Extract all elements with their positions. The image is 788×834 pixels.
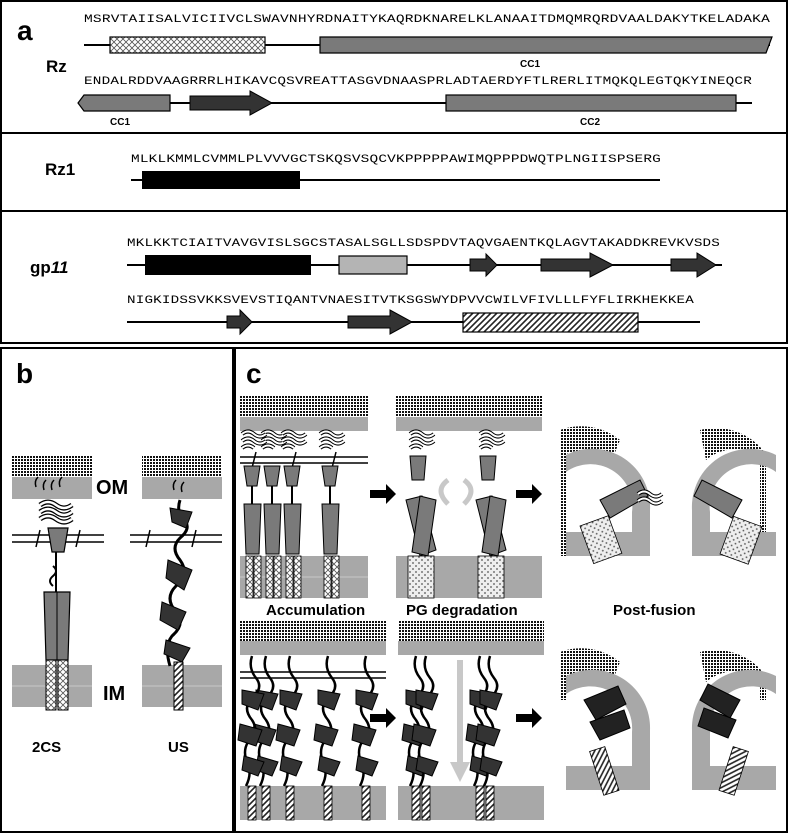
stage-arrow bbox=[516, 708, 542, 728]
rz-transmembrane-domain bbox=[109, 36, 266, 54]
gp11-beta-strand bbox=[469, 252, 498, 278]
rz-cc1-label-top: CC1 bbox=[520, 59, 540, 70]
rz-sequence-line1: MSRVTAIISALVICIIVCLSWAVNHYRDNAITYKAQRDKN… bbox=[84, 14, 770, 26]
stage-label-post-fusion: Post-fusion bbox=[613, 602, 696, 619]
rz-cc2-label: CC2 bbox=[580, 117, 600, 128]
row1-accumulation bbox=[240, 395, 368, 600]
im-label: IM bbox=[103, 683, 125, 705]
rz1-signal-domain bbox=[142, 171, 300, 189]
rz-cc1-helix-bottom bbox=[77, 94, 171, 112]
panel-a-frame bbox=[0, 0, 788, 344]
om-label: OM bbox=[96, 477, 128, 499]
stage-label-accumulation: Accumulation bbox=[266, 602, 365, 619]
gp11-transmembrane-domain bbox=[462, 312, 639, 333]
rz1-label: Rz1 bbox=[45, 160, 75, 179]
rz-block: Rz MSRVTAIISALVICIIVCLSWAVNHYRDNAITYKAQR… bbox=[46, 14, 773, 128]
rz-cc1-helix-top bbox=[319, 36, 773, 54]
rz1-block: Rz1 MLKLKMMLCVMMLPLVVVGCTSKQSVSQCVKPPPPP… bbox=[45, 154, 661, 189]
stage-arrow bbox=[516, 484, 542, 504]
gp11-label: gp11 bbox=[30, 258, 68, 277]
rz-beta-strand bbox=[189, 90, 274, 116]
row1-pg-degradation bbox=[396, 395, 542, 599]
tm-helix bbox=[173, 661, 184, 711]
tm-helix bbox=[57, 659, 69, 711]
row2-post-fusion bbox=[560, 648, 776, 796]
stage-label-pg-degradation: PG degradation bbox=[406, 602, 518, 619]
panel-a-letter: a bbox=[17, 15, 33, 46]
panel-c-letter: c bbox=[246, 358, 262, 389]
gp11-beta-strand bbox=[226, 308, 253, 336]
gp11-beta-strand bbox=[347, 309, 414, 335]
rz-sequence-line2: ENDALRDDVAAGRRRLHIKAVCQSVREATTASGVDNAASP… bbox=[84, 76, 752, 88]
gp11-helix bbox=[338, 255, 408, 275]
row1-post-fusion bbox=[560, 426, 776, 565]
rz1-sequence: MLKLKMMLCVMMLPLVVVGCTSKQSVSQCVKPPPPPAWIM… bbox=[131, 154, 661, 166]
om-lps-layer bbox=[12, 455, 92, 477]
gp11-beta-strand bbox=[670, 252, 717, 278]
gp11-block: gp11 MKLKKTCIAITVAVGVISLSGCSTASALSGLLSDS… bbox=[30, 238, 722, 336]
stage-arrow bbox=[370, 708, 396, 728]
lipid-anchors bbox=[34, 476, 185, 493]
panel-b-letter: b bbox=[16, 358, 33, 389]
panel-b: b OM bbox=[0, 347, 234, 833]
tm-helix bbox=[45, 659, 57, 711]
label-2cs: 2CS bbox=[32, 739, 61, 756]
gp11-sequence-line1: MKLKKTCIAITVAVGVISLSGCSTASALSGLLSDSPDVTA… bbox=[127, 238, 720, 250]
row2-accumulation bbox=[236, 621, 386, 822]
label-us: US bbox=[168, 739, 189, 756]
om-lps-layer bbox=[142, 455, 222, 477]
gp11-beta-strand bbox=[540, 252, 615, 278]
gp11-signal-domain bbox=[145, 255, 311, 275]
two-component-spanin bbox=[38, 499, 74, 661]
panel-c: c bbox=[234, 347, 788, 833]
rz-label: Rz bbox=[46, 57, 67, 76]
panel-b-frame bbox=[0, 347, 234, 833]
rz1-component bbox=[47, 527, 69, 553]
panel-a: a Rz MSRVTAIISALVICIIVCLSWAVNHYRDNAITYKA… bbox=[0, 0, 788, 344]
rz-cc2-helix bbox=[445, 94, 737, 112]
row2-pg-degradation bbox=[398, 621, 544, 822]
rz-cc1-label-bottom: CC1 bbox=[110, 117, 130, 128]
gp11-sequence-line2: NIGKIDSSVKKSVEVSTIQANTVNAESITVTKSGSWYDPV… bbox=[127, 295, 694, 307]
stage-arrow bbox=[370, 484, 396, 504]
unimolecular-spanin bbox=[159, 499, 193, 711]
